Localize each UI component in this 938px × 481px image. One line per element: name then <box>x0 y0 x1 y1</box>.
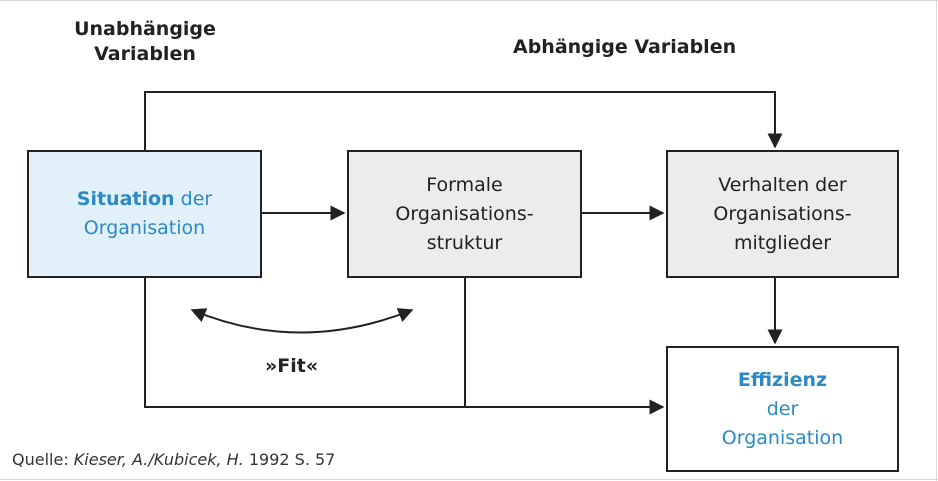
source-prefix: Quelle: <box>12 450 74 469</box>
fit-double-arrow <box>190 308 414 334</box>
verhalten-line-2: Organisations- <box>713 202 852 225</box>
fit-label: »Fit« <box>265 355 319 377</box>
situation-line-1: Situation der <box>77 185 212 214</box>
source-suffix: 1992 S. 57 <box>243 450 336 469</box>
frame-top-line <box>0 0 938 1</box>
box-situation: Situation der Organisation <box>27 150 262 278</box>
frame-bottom-line <box>0 479 938 480</box>
heading-independent-variables: Unabhängige Variablen <box>65 17 225 67</box>
box-effizienz-der-organisation: Effizienz der Organisation <box>666 346 899 472</box>
struktur-line-2: Organisations- <box>395 202 534 225</box>
struktur-line-1: Formale <box>426 173 503 196</box>
verhalten-line-1: Verhalten der <box>718 173 847 196</box>
heading-independent-line-1: Unabhängige <box>74 18 216 40</box>
effizienz-bold-word: Effizienz <box>737 368 828 391</box>
heading-independent-line-2: Variablen <box>94 43 196 65</box>
arrow-situation-to-verhalten-top <box>144 91 783 150</box>
effizienz-line-2: der <box>766 397 799 420</box>
struktur-line-3: struktur <box>426 231 503 254</box>
box-formale-organisationsstruktur: Formale Organisations- struktur <box>347 150 582 278</box>
heading-dependent-variables: Abhängige Variablen <box>513 36 737 58</box>
effizienz-line-3: Organisation <box>721 426 844 449</box>
source-citation: Quelle: Kieser, A./Kubicek, H. 1992 S. 5… <box>12 450 335 469</box>
situation-rest: der <box>174 188 213 210</box>
source-author: Kieser, A./Kubicek, H. <box>73 450 244 469</box>
situation-line-2: Organisation <box>83 217 206 239</box>
verhalten-line-3: mitglieder <box>733 231 832 254</box>
situation-bold-word: Situation <box>76 188 175 210</box>
box-verhalten-der-organisationsmitglieder: Verhalten der Organisations- mitglieder <box>666 150 899 278</box>
arrow-situation-to-effizienz-bottom <box>144 278 665 415</box>
frame-right-line <box>936 0 937 481</box>
